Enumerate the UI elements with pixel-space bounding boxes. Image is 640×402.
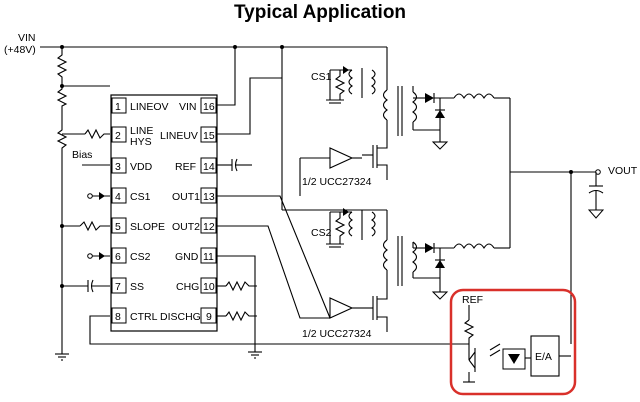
pin-name: CHG bbox=[176, 281, 199, 293]
pin-name: DISCHG bbox=[160, 311, 201, 323]
vout-label: VOUT bbox=[608, 165, 638, 177]
pin-number: 13 bbox=[203, 191, 215, 203]
pin-number: 6 bbox=[115, 251, 121, 263]
pin-number: 14 bbox=[203, 161, 215, 173]
vin-voltage-label: (+48V) bbox=[4, 44, 36, 56]
pin-number: 10 bbox=[203, 281, 215, 293]
pin-name: REF bbox=[175, 161, 196, 173]
pin-number: 3 bbox=[115, 161, 121, 173]
vin-rail bbox=[40, 45, 388, 70]
pin-name: CS2 bbox=[130, 251, 151, 263]
pin-number: 9 bbox=[206, 311, 212, 323]
pin-number: 7 bbox=[115, 281, 121, 293]
pin-number: 8 bbox=[115, 311, 121, 323]
pin-number: 2 bbox=[115, 130, 121, 142]
pin-number: 15 bbox=[203, 130, 215, 142]
vin-label: VIN bbox=[18, 32, 36, 44]
driver-2-label: 1/2 UCC27324 bbox=[302, 328, 372, 340]
cs2-label: CS2 bbox=[311, 227, 332, 239]
pin-name: SLOPE bbox=[130, 221, 165, 233]
error-amp-label: E/A bbox=[535, 351, 552, 363]
cs-pin-inputs bbox=[87, 192, 110, 260]
pin-name: OUT1 bbox=[172, 191, 200, 203]
cs1-label: CS1 bbox=[311, 71, 332, 83]
pin-number: 5 bbox=[115, 221, 121, 233]
diagram-title: Typical Application bbox=[233, 2, 407, 23]
line-divider bbox=[55, 47, 110, 361]
pin-name-line2: HYS bbox=[130, 136, 152, 148]
pin-number: 11 bbox=[203, 251, 214, 263]
pin-name: OUT2 bbox=[172, 221, 200, 233]
ref-label: REF bbox=[462, 294, 483, 306]
pin-name: GND bbox=[175, 251, 199, 263]
pin-number: 16 bbox=[203, 101, 215, 113]
ic-right-pins: 16 VIN 15 LINEUV 14 REF 13 OUT1 12 OUT2 … bbox=[160, 97, 217, 324]
output-node bbox=[509, 98, 605, 344]
driver-1-label: 1/2 UCC27324 bbox=[302, 176, 372, 188]
pin-name: VDD bbox=[130, 161, 153, 173]
power-stage-bottom bbox=[326, 208, 510, 332]
pin-name: SS bbox=[130, 281, 144, 293]
pin-name: CTRL bbox=[130, 311, 158, 323]
pin-name: LINEUV bbox=[160, 130, 198, 142]
ic-left-pins: 1 LINEOV 2 LINE HYS 3 VDD 4 CS1 5 SLOPE … bbox=[111, 97, 169, 324]
bias-label: Bias bbox=[72, 149, 92, 161]
highlight-box bbox=[449, 288, 577, 396]
feedback-circuit bbox=[463, 305, 571, 383]
controller-ic bbox=[110, 94, 218, 332]
power-stage-top bbox=[299, 66, 510, 196]
pin-name: LINEOV bbox=[130, 101, 169, 113]
pin-number: 4 bbox=[115, 191, 121, 203]
ic-right-wiring bbox=[217, 47, 387, 359]
pin-name: VIN bbox=[179, 101, 197, 113]
pin-name: LINE bbox=[130, 125, 153, 137]
pin-number: 12 bbox=[203, 221, 215, 233]
pin-name: CS1 bbox=[130, 191, 151, 203]
ctrl-feedback-wire bbox=[89, 315, 469, 345]
pin-number: 1 bbox=[115, 101, 121, 113]
